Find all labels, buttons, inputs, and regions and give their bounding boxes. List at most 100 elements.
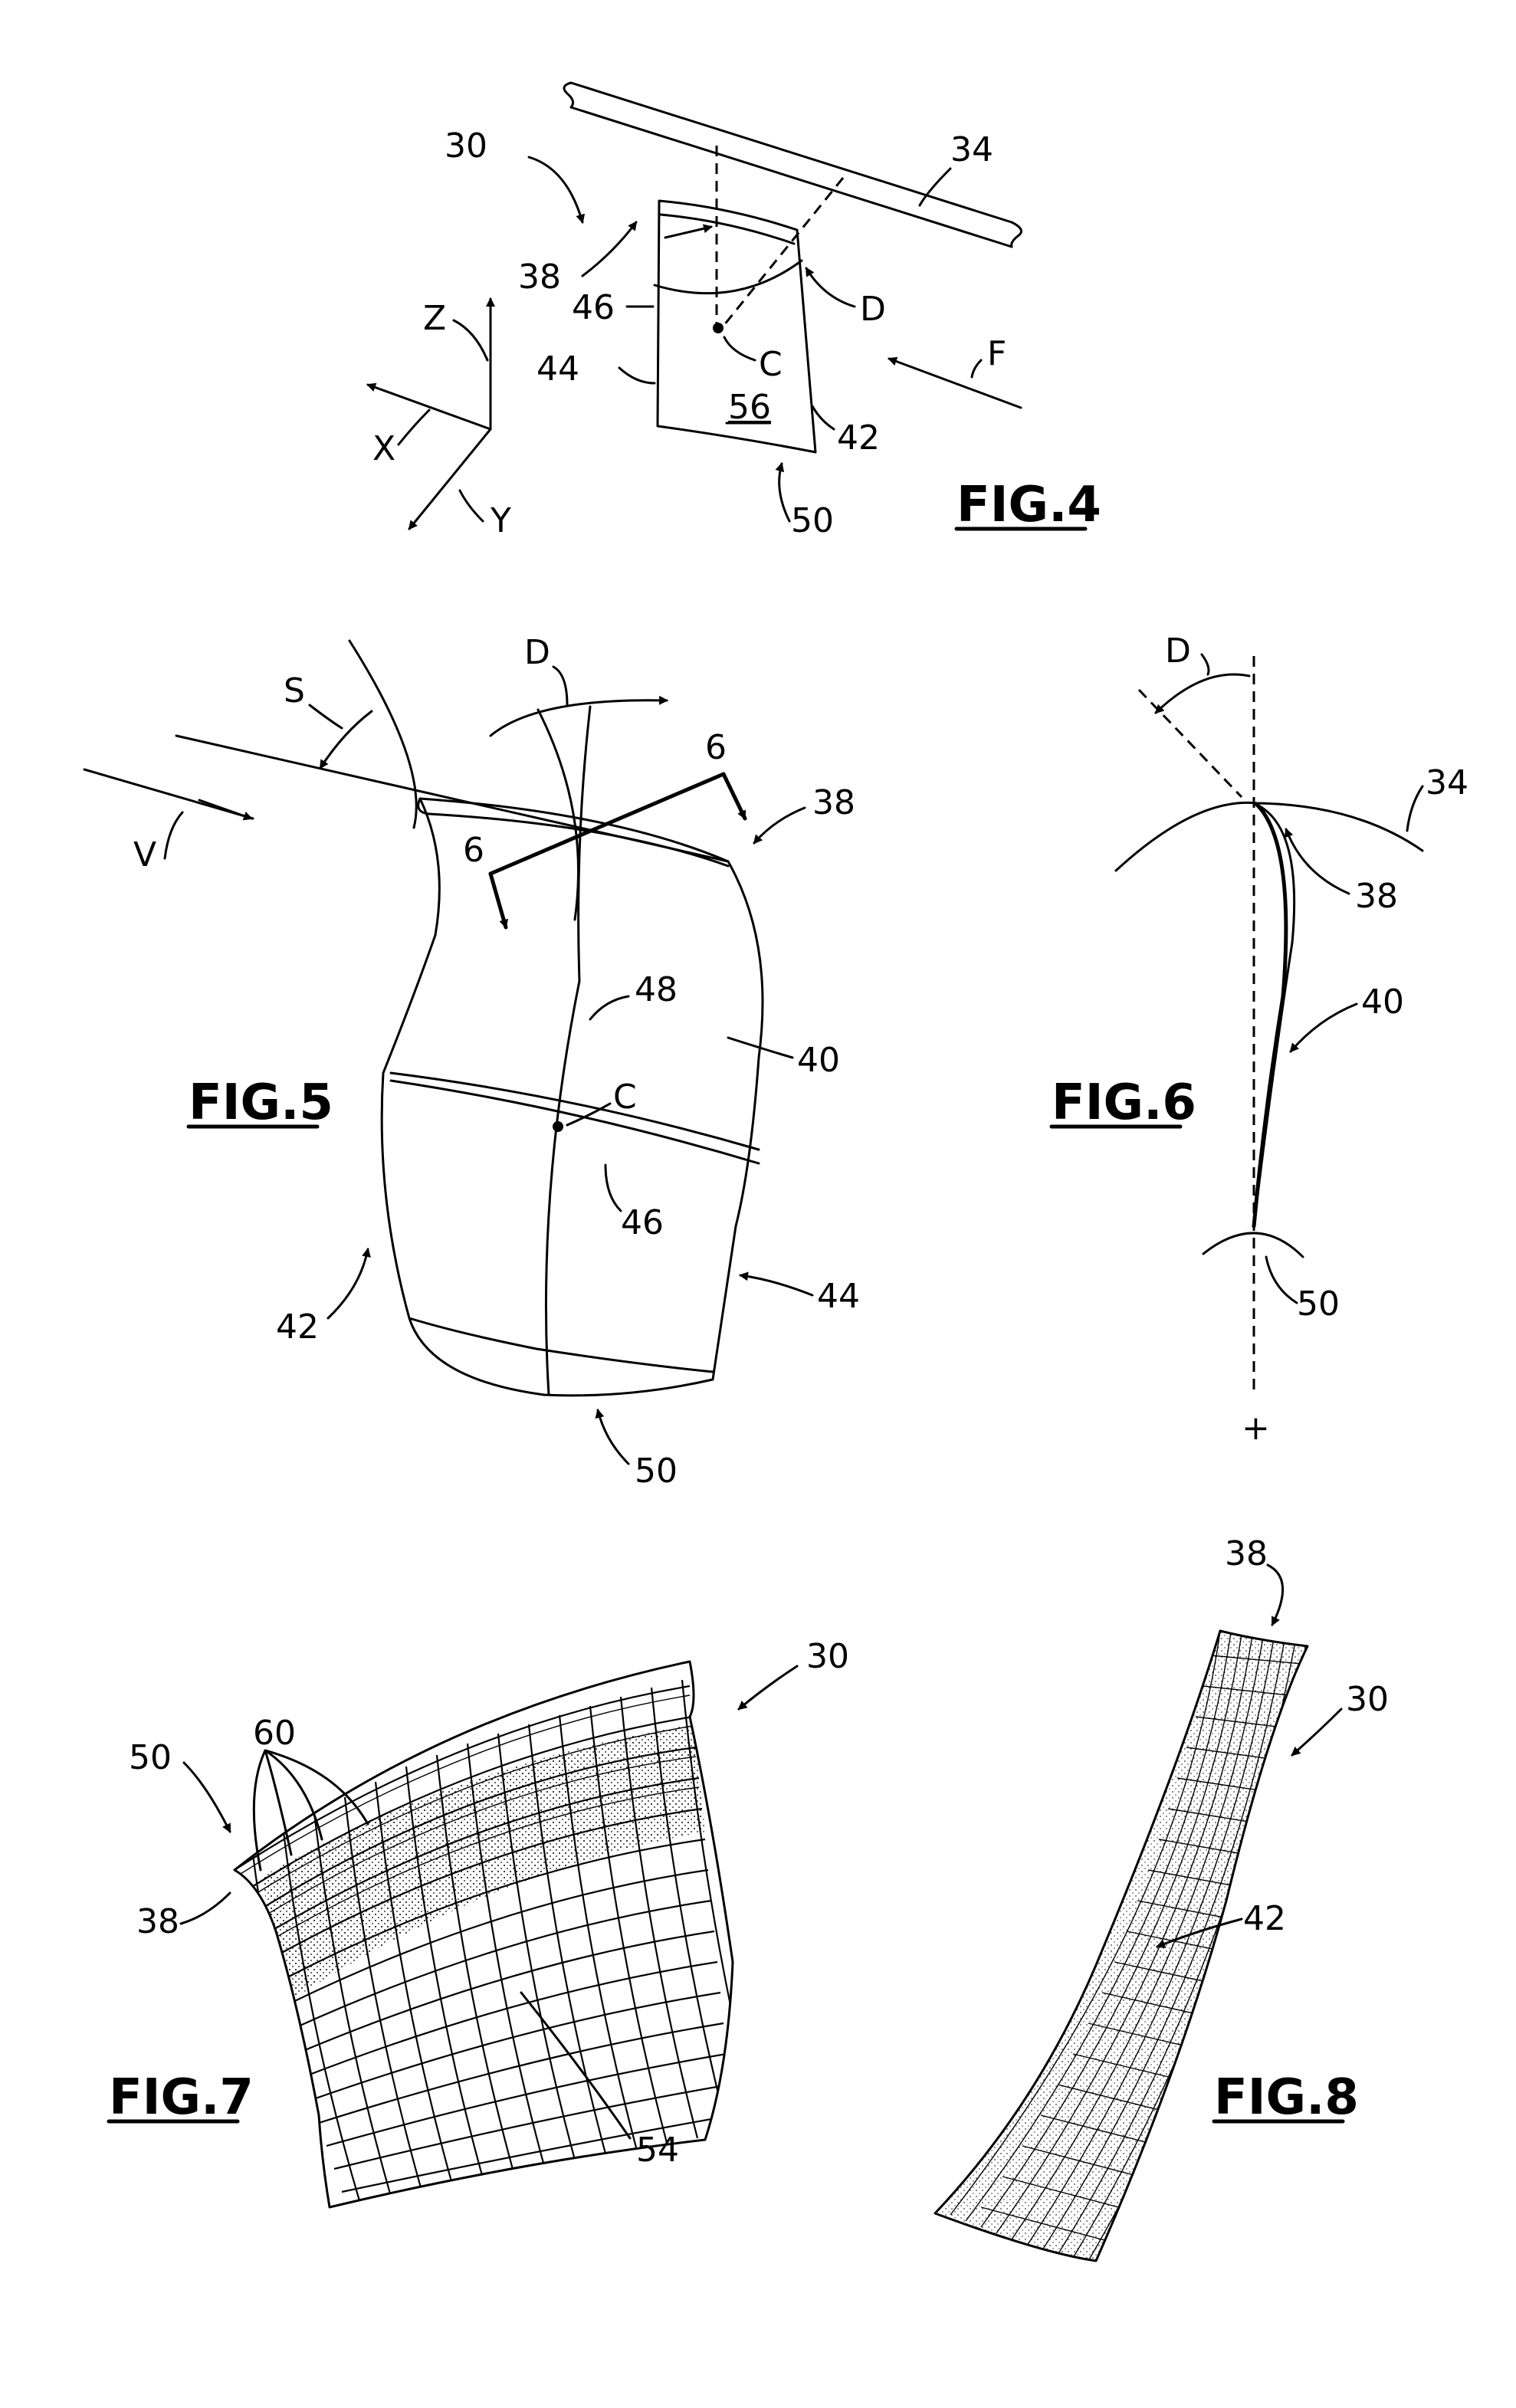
fig5-root-section [409, 1318, 713, 1372]
fig7-title: FIG.7 [109, 2069, 254, 2126]
fig4-tip-arrow [665, 227, 711, 238]
fig5-leader-D [553, 667, 567, 705]
fig7: 30 50 60 38 54 FIG.7 [109, 1637, 849, 2207]
fig5-title: FIG.5 [189, 1074, 333, 1131]
fig4-leader-50 [779, 464, 789, 521]
fig5-section-line-6-6 [491, 774, 724, 874]
fig5-velocity-arrow [199, 800, 251, 819]
fig5-leader-38 [754, 808, 805, 843]
fig4-label-34: 34 [950, 130, 993, 169]
fig7-label-50: 50 [129, 1738, 172, 1777]
fig5-label-38: 38 [812, 783, 855, 822]
fig7-leader-54 [521, 1993, 630, 2138]
fig5-label-D: D [524, 633, 550, 672]
fig5-label-C: C [613, 1078, 637, 1117]
fig7-leader-38 [181, 1893, 230, 1924]
fig8-label-38: 38 [1225, 1534, 1268, 1573]
fig6-title: FIG.6 [1052, 1074, 1196, 1131]
fig4-leader-F [972, 360, 981, 377]
fig7-label-38: 38 [136, 1902, 179, 1941]
fig8-mesh [935, 1631, 1317, 2269]
fig4-leader-38 [582, 222, 636, 276]
fig7-label-60: 60 [253, 1714, 296, 1753]
fig5-leader-50 [598, 1410, 628, 1464]
fig6-leader-34 [1407, 786, 1422, 831]
fig6-label-34: 34 [1426, 763, 1468, 802]
fig4-stacking-dashed [720, 178, 843, 330]
fig5-leader-V [165, 812, 182, 858]
fig5-blade-outline [382, 799, 763, 1396]
fig4-leader-30 [529, 157, 582, 222]
fig5-leader-48 [590, 996, 628, 1019]
fig4-point-C [713, 323, 724, 333]
fig5-section-arrow-6b [491, 874, 506, 927]
fig4-title: FIG.4 [957, 477, 1101, 533]
fig5-label-V: V [133, 835, 156, 874]
fig4-label-44: 44 [537, 349, 579, 389]
fig6-label-40: 40 [1361, 983, 1404, 1022]
fig4-axis-Y [409, 429, 491, 529]
fig4-leader-Z [454, 320, 487, 360]
fig4-label-X: X [372, 429, 395, 468]
fig4-label-D: D [860, 290, 886, 329]
fig5-leader-S [310, 705, 342, 728]
fig5-leader-46 [605, 1165, 621, 1211]
fig4-leader-X [399, 410, 429, 445]
fig4-axis-X [368, 385, 491, 429]
fig5-label-48: 48 [635, 970, 678, 1009]
fig4-label-38: 38 [518, 258, 561, 297]
fig6-angle-D [1156, 674, 1249, 713]
fig5-leader-44 [740, 1275, 812, 1295]
fig6-label-D: D [1165, 632, 1191, 671]
fig6-label-50: 50 [1297, 1284, 1340, 1324]
fig4-leader-Y [460, 490, 483, 521]
fig5-point-C [553, 1121, 563, 1132]
fig7-leader-50 [184, 1763, 230, 1832]
fig5-leader-42 [328, 1249, 368, 1318]
fig4-label-F: F [987, 334, 1006, 373]
fig6-dihedral-dashed [1139, 690, 1242, 797]
fig4-leader-42 [812, 406, 834, 429]
fig5-label-6a: 6 [705, 728, 727, 767]
fig6-leader-38 [1286, 829, 1349, 894]
fig6-label-plus: + [1242, 1409, 1270, 1448]
fig4-label-Y: Y [490, 501, 511, 540]
fig5: S D 6 6 38 V 48 40 C 46 42 44 50 FIG.5 [84, 633, 860, 1491]
fig4-blade-tip-line [661, 215, 794, 244]
fig4: 30 34 38 46 D C 44 56 42 50 F Z X Y FIG.… [368, 83, 1101, 540]
fig5-section-arrow-6a [724, 774, 745, 819]
fig5-label-50: 50 [635, 1452, 678, 1491]
fig5-label-42: 42 [276, 1307, 319, 1347]
fig4-label-Z: Z [423, 299, 446, 338]
fig5-label-6b: 6 [463, 831, 484, 870]
fig4-blade-mid-curve-46 [655, 261, 802, 294]
fig6-leader-D [1202, 654, 1209, 674]
fig6-label-38: 38 [1355, 877, 1398, 916]
fig5-label-46: 46 [621, 1203, 664, 1242]
fig7-mesh [235, 1680, 759, 2207]
fig4-leader-34 [920, 169, 950, 205]
fig6-leader-50 [1266, 1257, 1297, 1303]
fig7-leader-30 [739, 1666, 797, 1709]
fig8: 38 30 42 FIG.8 [935, 1534, 1389, 2269]
fig8-label-42: 42 [1243, 1899, 1286, 1938]
fig5-stack-line-48 [546, 707, 590, 1395]
fig8-label-30: 30 [1346, 1680, 1389, 1719]
fig5-label-44: 44 [817, 1277, 860, 1316]
fig4-label-50: 50 [791, 501, 834, 540]
fig8-stipple [935, 1631, 1311, 2269]
fig4-label-46: 46 [572, 288, 615, 327]
fig5-label-S: S [284, 671, 305, 710]
fig5-label-40: 40 [797, 1041, 840, 1080]
fig5-leading-ref [349, 641, 416, 828]
fig4-label-42: 42 [837, 418, 880, 458]
fig8-leader-30 [1292, 1709, 1341, 1755]
fig4-leader-D [806, 268, 855, 307]
fig4-label-30: 30 [445, 126, 487, 166]
fig4-label-C: C [759, 345, 783, 384]
fig5-angle-D [491, 700, 667, 736]
fig4-label-56: 56 [728, 388, 771, 427]
fig5-mid-section-46 [391, 1073, 759, 1163]
fig8-leader-38 [1268, 1565, 1283, 1625]
